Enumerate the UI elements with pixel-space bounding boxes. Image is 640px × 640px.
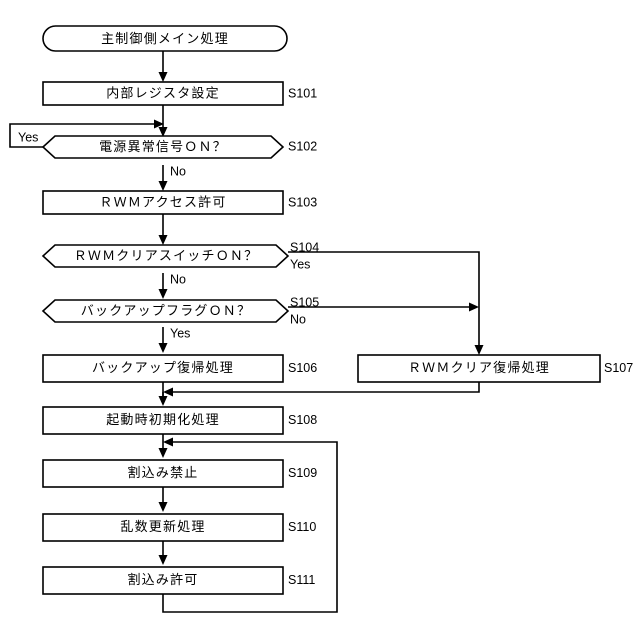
s108-step-label: S108 xyxy=(288,413,317,427)
s109-label: 割込み禁止 xyxy=(127,465,198,480)
s107-step-label: S107 xyxy=(604,361,633,375)
connector-s110-to-s111 xyxy=(158,541,168,565)
s102-label: 電源異常信号ＯＮ？ xyxy=(99,139,227,154)
node-s111[interactable]: 割込み許可 S111 xyxy=(42,566,315,595)
node-s108[interactable]: 起動時初期化処理 S108 xyxy=(42,406,317,435)
s102-no-branch-label: No xyxy=(170,164,186,178)
s107-process-shape xyxy=(357,354,601,383)
node-s107[interactable]: ＲＷＭクリア復帰処理 S107 xyxy=(357,354,633,383)
s103-label: ＲＷＭアクセス許可 xyxy=(99,194,226,209)
connector-s105-no-to-s107 xyxy=(288,302,479,312)
node-s103[interactable]: ＲＷＭアクセス許可 S103 xyxy=(42,190,317,215)
connector-s102-yes-loop xyxy=(9,119,164,148)
node-s106[interactable]: バックアップ復帰処理 S106 xyxy=(42,354,317,383)
s111-process-shape xyxy=(42,566,284,595)
connector-merge-to-s108 xyxy=(158,392,168,406)
s105-decision-shape xyxy=(41,299,290,323)
s106-label: バックアップ復帰処理 xyxy=(92,360,234,375)
start-terminator-shape xyxy=(42,25,288,52)
s103-process-shape xyxy=(42,190,284,215)
s106-step-label: S106 xyxy=(288,361,317,375)
connector-s107-to-s108-merge xyxy=(163,382,480,397)
s110-process-shape xyxy=(42,513,284,542)
s111-label: 割込み許可 xyxy=(127,572,198,587)
s102-decision-shape xyxy=(41,135,285,159)
node-s102[interactable]: 電源異常信号ＯＮ？ S102 Yes No xyxy=(18,130,317,178)
s107-label: ＲＷＭクリア復帰処理 xyxy=(408,360,550,375)
connector-s104-yes-to-s107 xyxy=(288,251,484,355)
s101-process-shape xyxy=(42,81,284,106)
s110-step-label: S110 xyxy=(288,520,316,534)
connector-s102-to-s103 xyxy=(158,165,168,191)
s101-label: 内部レジスタ設定 xyxy=(106,85,220,100)
s108-label: 起動時初期化処理 xyxy=(106,412,220,427)
s105-no-branch-label: No xyxy=(290,312,306,326)
s102-yes-branch-label: Yes xyxy=(18,130,38,144)
start-label: 主制御側メイン処理 xyxy=(101,31,229,46)
connector-start-to-s101 xyxy=(158,51,168,82)
connector-s108-to-s109 xyxy=(158,434,168,458)
connector-s104-to-s105 xyxy=(158,273,168,299)
node-s101[interactable]: 内部レジスタ設定 S101 xyxy=(42,81,317,106)
node-s105[interactable]: バックアップフラグＯＮ？ S105 No Yes xyxy=(41,295,319,340)
connector-s109-to-s110 xyxy=(158,487,168,512)
s110-label: 乱数更新処理 xyxy=(120,519,205,534)
connector-s105-to-s106 xyxy=(158,327,168,353)
s104-label: ＲＷＭクリアスイッチＯＮ？ xyxy=(74,248,259,263)
s103-step-label: S103 xyxy=(288,195,317,209)
node-s109[interactable]: 割込み禁止 S109 xyxy=(42,459,317,488)
s109-step-label: S109 xyxy=(288,466,317,480)
node-s110[interactable]: 乱数更新処理 S110 xyxy=(42,513,316,542)
s102-step-label: S102 xyxy=(288,139,317,153)
s108-process-shape xyxy=(42,406,284,435)
s104-decision-shape xyxy=(41,244,290,268)
s105-step-label: S105 xyxy=(290,295,319,309)
node-start[interactable]: 主制御側メイン処理 xyxy=(42,25,288,52)
s106-process-shape xyxy=(42,354,284,383)
s104-no-branch-label: No xyxy=(170,272,186,286)
s101-step-label: S101 xyxy=(288,86,317,100)
s109-process-shape xyxy=(42,459,284,488)
s104-yes-branch-label: Yes xyxy=(290,257,310,271)
s111-step-label: S111 xyxy=(288,573,315,587)
node-s104[interactable]: ＲＷＭクリアスイッチＯＮ？ S104 Yes No xyxy=(41,240,319,286)
s105-label: バックアップフラグＯＮ？ xyxy=(81,303,251,318)
connector-s101-to-s102 xyxy=(158,105,168,137)
s104-step-label: S104 xyxy=(290,240,319,254)
connector-s111-loopback xyxy=(162,437,338,613)
s105-yes-branch-label: Yes xyxy=(170,326,190,340)
connector-layer xyxy=(9,51,484,613)
connector-s103-to-s104 xyxy=(158,214,168,245)
